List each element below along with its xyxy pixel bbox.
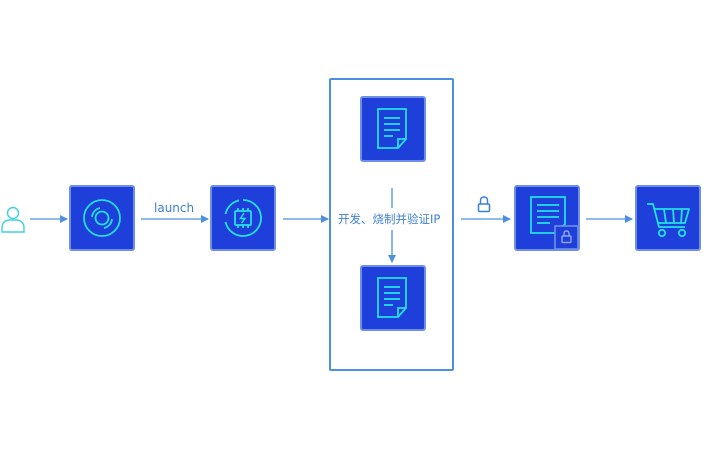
user-icon <box>1 206 25 233</box>
lock-icon <box>477 196 491 213</box>
document-icon <box>377 108 407 149</box>
locked-document-icon <box>530 196 578 249</box>
document-bottom-node <box>360 265 426 331</box>
disc-icon <box>83 199 121 237</box>
document-icon <box>377 277 407 318</box>
develop-group-box <box>329 78 454 371</box>
cart-node <box>635 185 701 251</box>
document-top-node <box>360 96 426 162</box>
disc-node <box>69 185 135 251</box>
shopping-cart-icon <box>647 203 690 238</box>
launch-label: launch <box>154 201 195 215</box>
chip-icon <box>224 199 262 237</box>
develop-label: 开发、烧制并验证IP <box>338 212 441 226</box>
locked-document-node <box>514 185 580 251</box>
chip-node <box>210 185 276 251</box>
